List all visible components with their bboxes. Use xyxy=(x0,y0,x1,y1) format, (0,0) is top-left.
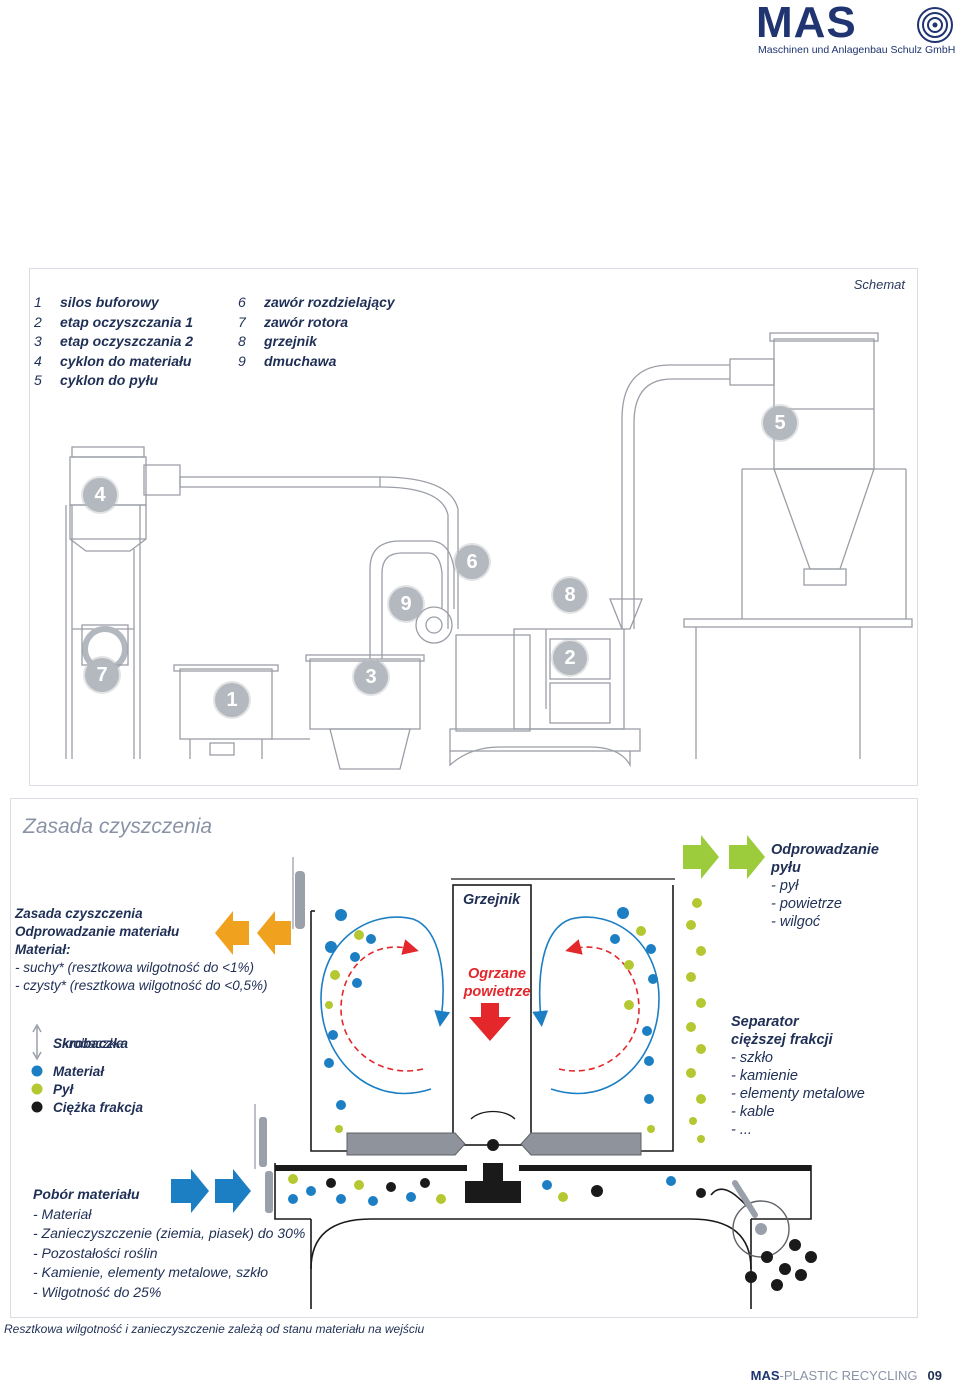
callout-8: 8 xyxy=(553,578,587,612)
material-discharge-arrows xyxy=(215,911,291,955)
callout-3: 3 xyxy=(354,660,388,694)
page-number: 09 xyxy=(927,1368,942,1383)
legend-dust: Pył xyxy=(53,1082,74,1097)
footnote: Resztkowa wilgotność i zanieczyszczenie … xyxy=(4,1322,425,1336)
footer-brand: MAS xyxy=(750,1368,780,1383)
left-hot-air-loop xyxy=(340,939,424,1072)
scraper-left-bottom xyxy=(254,1104,273,1213)
dust-outlet-arrows xyxy=(683,835,765,879)
heavy-fraction-dot-icon xyxy=(31,1101,43,1113)
callout-7: 7 xyxy=(85,658,119,692)
scraper-left xyxy=(292,857,305,929)
schema-label: Schemat xyxy=(853,277,905,292)
callout-2: 2 xyxy=(553,641,587,675)
legend-heavy: Ciężka frakcja xyxy=(53,1100,144,1115)
scraper-legend-icon xyxy=(32,1023,42,1061)
particles xyxy=(288,898,817,1291)
left-air-loop xyxy=(320,916,451,1095)
principle-intro: Zasada czyszczenia Odprowadzanie materia… xyxy=(15,906,268,993)
legend-material: Materiał xyxy=(53,1064,105,1079)
callout-4: 4 xyxy=(83,478,117,512)
rotor-hub xyxy=(487,1139,499,1151)
plant-schematic xyxy=(65,332,913,770)
legend-scraper: Skrobaczka xyxy=(53,1036,124,1051)
callout-1: 1 xyxy=(215,683,249,717)
material-dot-icon xyxy=(31,1065,43,1077)
logo-subtitle: Maschinen und Anlagenbau Schulz GmbH xyxy=(758,44,956,56)
dust-outlet-block: Odprowadzanie pyłu - pył - powietrze - w… xyxy=(771,842,879,930)
principle-title: Zasada czyszczenia xyxy=(23,815,213,838)
right-sieve-plate xyxy=(520,1132,642,1156)
cleaning-principle-diagram xyxy=(31,835,817,1309)
callout-6: 6 xyxy=(455,545,489,579)
material-intake-arrows xyxy=(171,1169,251,1213)
left-sieve-plate xyxy=(346,1132,466,1156)
cleaning-chamber xyxy=(274,878,812,1220)
right-air-loop xyxy=(532,916,660,1095)
hot-air-label: Ogrzane powietrze xyxy=(463,966,531,1000)
dust-dot-icon xyxy=(31,1083,43,1095)
cleaning-stage-2-drawing xyxy=(449,628,641,768)
callout-9: 9 xyxy=(389,587,423,621)
intake-block: Pobór materiału - Materiał - Zanieczyszc… xyxy=(33,1186,306,1300)
separator-block: Separator cięższej frakcji - szkło - kam… xyxy=(731,1014,865,1138)
cleaning-stage-3-drawing xyxy=(270,654,425,770)
logo-wordmark: MAS xyxy=(756,0,857,47)
company-logo: MAS Maschinen und Anlagenbau Schulz GmbH xyxy=(756,0,956,56)
rotation-arrow xyxy=(470,1110,516,1120)
principle-panel: Zasada czyszczenia Zasada czyszczenia Od… xyxy=(10,798,918,1318)
right-hot-air-loop xyxy=(558,939,640,1072)
cyclone-5-drawing xyxy=(683,332,913,759)
legend-scraper-bold: Skrobaczka xyxy=(53,1036,129,1051)
buffer-silo-1-drawing xyxy=(173,664,279,759)
footer-suffix: -PLASTIC RECYCLING xyxy=(779,1368,918,1383)
heater-label: Grzejnik xyxy=(463,892,521,908)
hot-air-arrow xyxy=(469,1003,511,1041)
page-footer: MAS-PLASTIC RECYCLING 09 xyxy=(751,1368,942,1383)
callout-5: 5 xyxy=(763,406,797,440)
logo-rings-icon xyxy=(917,7,953,43)
